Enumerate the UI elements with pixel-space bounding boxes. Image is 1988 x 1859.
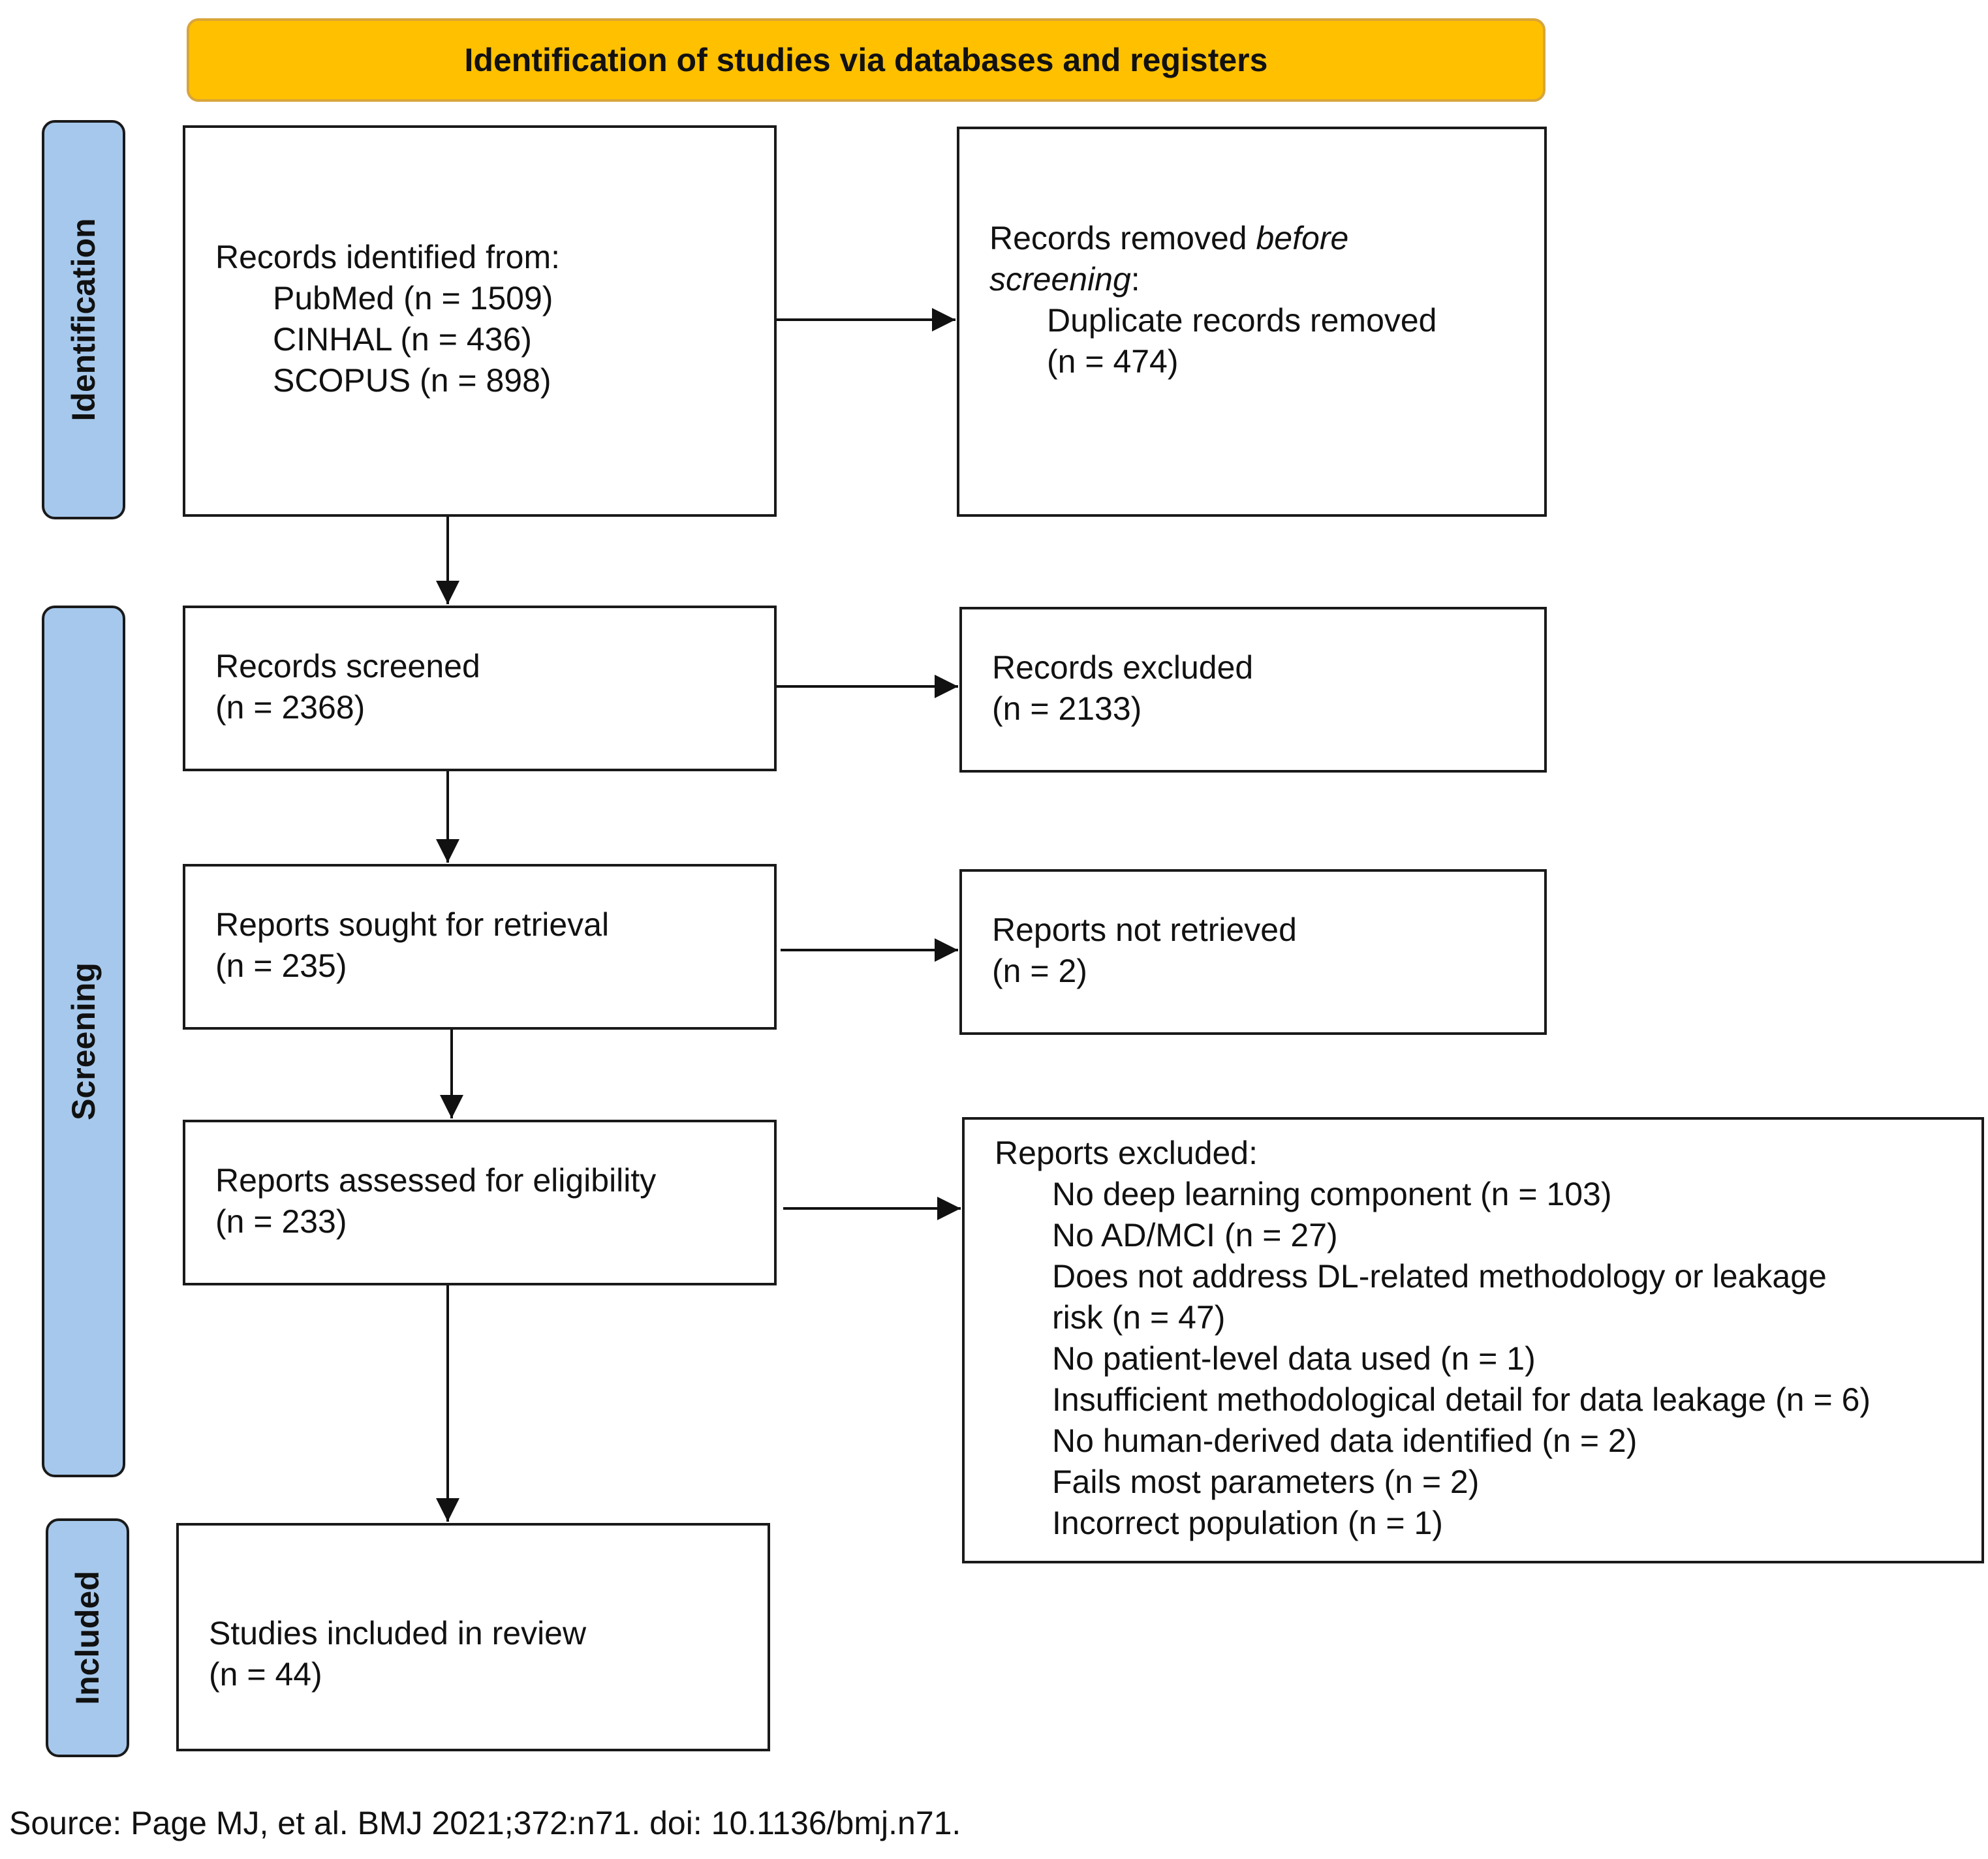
records-removed-heading-cont: screening: — [989, 261, 1140, 298]
reports-sought-box: Reports sought for retrieval (n = 235) — [183, 864, 777, 1030]
reports-assessed-text: Reports assessed for eligibility (n = 23… — [215, 1160, 656, 1242]
source-cinhal: CINHAL (n = 436) — [273, 321, 532, 358]
records-removed-heading: Records removed before — [989, 220, 1349, 256]
studies-included-box: Studies included in review (n = 44) — [176, 1523, 770, 1751]
records-identified-heading: Records identified from: — [215, 239, 561, 275]
records-screened-label: Records screened — [215, 648, 480, 684]
reports-not-retrieved-text: Reports not retrieved (n = 2) — [992, 910, 1297, 992]
records-screened-box: Records screened (n = 2368) — [183, 606, 777, 771]
reports-sought-text: Reports sought for retrieval (n = 235) — [215, 904, 609, 987]
exclusion-reason: risk (n = 47) — [1052, 1299, 1226, 1336]
stage-identification: Identification — [42, 120, 125, 519]
reports-not-retrieved-box: Reports not retrieved (n = 2) — [959, 869, 1547, 1035]
studies-included-text: Studies included in review (n = 44) — [209, 1613, 586, 1695]
records-removed-text: Records removed before screening: Duplic… — [989, 218, 1437, 382]
records-excluded-count: (n = 2133) — [992, 690, 1142, 727]
exclusion-reason: Fails most parameters (n = 2) — [1052, 1464, 1480, 1500]
reports-not-retrieved-count: (n = 2) — [992, 953, 1087, 989]
source-pubmed: PubMed (n = 1509) — [273, 280, 553, 316]
duplicate-records-count: (n = 474) — [1047, 343, 1179, 380]
records-screened-text: Records screened (n = 2368) — [215, 646, 480, 728]
studies-included-label: Studies included in review — [209, 1615, 587, 1652]
reports-sought-count: (n = 235) — [215, 947, 347, 984]
reports-excluded-heading: Reports excluded: — [995, 1135, 1258, 1171]
duplicate-records-label: Duplicate records removed — [1047, 302, 1437, 339]
records-excluded-label: Records excluded — [992, 649, 1254, 686]
stage-screening: Screening — [42, 606, 125, 1477]
studies-included-count: (n = 44) — [209, 1656, 322, 1693]
exclusion-reason: Insufficient methodological detail for d… — [1052, 1381, 1871, 1418]
exclusion-reason: No patient-level data used (n = 1) — [1052, 1340, 1536, 1377]
reports-excluded-text: Reports excluded: No deep learning compo… — [995, 1133, 1871, 1544]
exclusion-reason: No human-derived data identified (n = 2) — [1052, 1422, 1638, 1459]
reports-excluded-box: Reports excluded: No deep learning compo… — [962, 1117, 1984, 1563]
source-scopus: SCOPUS (n = 898) — [273, 362, 551, 399]
records-screened-count: (n = 2368) — [215, 689, 365, 726]
records-removed-box: Records removed before screening: Duplic… — [957, 127, 1547, 517]
reports-assessed-label: Reports assessed for eligibility — [215, 1162, 657, 1199]
records-identified-text: Records identified from: PubMed (n = 150… — [215, 237, 560, 401]
exclusion-reason: Incorrect population (n = 1) — [1052, 1505, 1443, 1541]
records-excluded-text: Records excluded (n = 2133) — [992, 647, 1253, 730]
records-identified-box: Records identified from: PubMed (n = 150… — [183, 125, 777, 517]
reports-sought-label: Reports sought for retrieval — [215, 906, 610, 943]
reports-assessed-count: (n = 233) — [215, 1203, 347, 1240]
exclusion-reason: No deep learning component (n = 103) — [1052, 1176, 1612, 1212]
header-banner: Identification of studies via databases … — [187, 18, 1545, 102]
exclusion-reason: No AD/MCI (n = 27) — [1052, 1217, 1338, 1253]
reports-assessed-box: Reports assessed for eligibility (n = 23… — [183, 1120, 777, 1285]
exclusion-reason: Does not address DL-related methodology … — [1052, 1258, 1827, 1295]
reports-not-retrieved-label: Reports not retrieved — [992, 912, 1297, 948]
stage-included: Included — [46, 1518, 129, 1757]
records-excluded-box: Records excluded (n = 2133) — [959, 607, 1547, 773]
source-citation: Source: Page MJ, et al. BMJ 2021;372:n71… — [9, 1805, 961, 1841]
